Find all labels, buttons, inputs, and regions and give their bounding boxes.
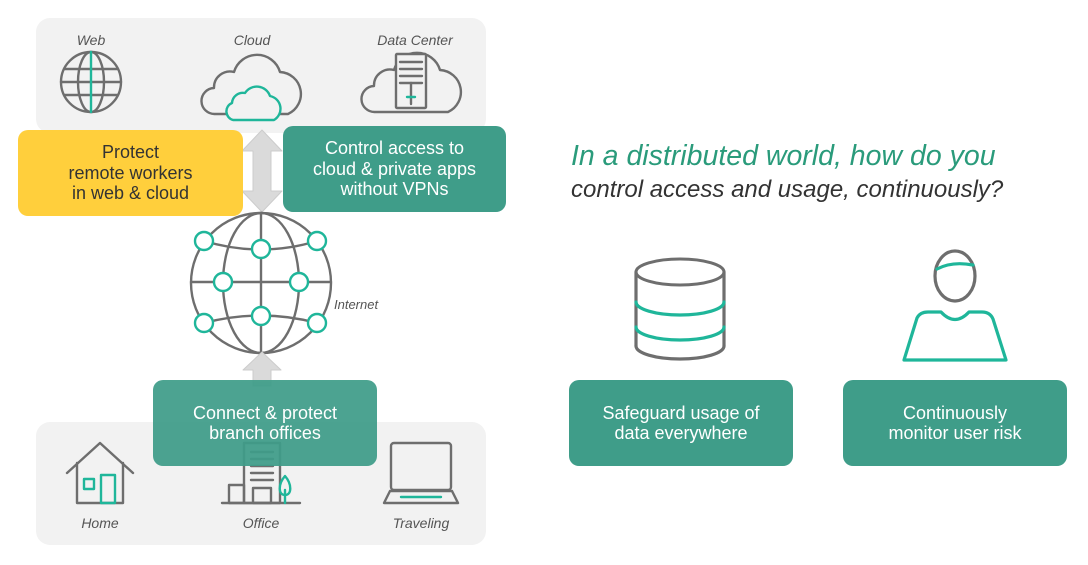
cloud-sources-panel xyxy=(36,18,486,133)
cloud-label: Cloud xyxy=(233,32,271,48)
house-door xyxy=(99,473,117,505)
connect-branch-offices-box: Connect & protect branch offices xyxy=(153,380,377,466)
internet-label: Internet xyxy=(334,297,379,312)
box-text-line: cloud & private apps xyxy=(312,158,477,179)
network-node xyxy=(212,271,234,293)
network-node xyxy=(306,230,328,252)
user-head xyxy=(933,249,977,303)
network-node xyxy=(250,305,272,327)
server-rack xyxy=(394,52,428,110)
control-access-box: Control access to cloud & private apps w… xyxy=(283,126,506,212)
database-band xyxy=(634,325,726,342)
double-arrow xyxy=(241,129,283,213)
laptop-icon xyxy=(382,441,460,505)
cloud-icon xyxy=(200,53,303,122)
network-node xyxy=(193,230,215,252)
user-icon xyxy=(902,249,1008,362)
cloud-outline xyxy=(200,53,303,116)
database-top xyxy=(634,257,726,287)
box-text-line: Control access to xyxy=(324,138,465,159)
monitor-user-risk-box: Continuously monitor user risk xyxy=(843,380,1067,466)
box-text-line: branch offices xyxy=(209,423,321,443)
box-text-line: monitor user risk xyxy=(888,423,1022,443)
web-label: Web xyxy=(76,32,106,48)
home-label: Home xyxy=(81,515,119,531)
house-icon xyxy=(65,441,135,505)
database-band xyxy=(634,300,726,317)
protect-remote-workers-box: Protect remote workers in web & cloud xyxy=(18,130,243,216)
database-icon xyxy=(634,257,726,361)
box-text-line: Safeguard usage of xyxy=(602,402,760,423)
user-shoulders xyxy=(902,310,1008,362)
network-node xyxy=(306,312,328,334)
laptop-base xyxy=(382,489,460,505)
network-node xyxy=(288,271,310,293)
headline-subquestion: control access and usage, continuously? xyxy=(571,176,1004,203)
box-text-line: Continuously xyxy=(902,402,1008,423)
box-text-line: without VPNs xyxy=(340,179,449,200)
box-text-line: in web & cloud xyxy=(71,183,190,204)
network-node xyxy=(193,312,215,334)
safeguard-data-box: Safeguard usage of data everywhere xyxy=(569,380,793,466)
internet-globe-icon xyxy=(189,211,333,355)
data-center-icon xyxy=(360,51,463,114)
box-text-line: Protect xyxy=(101,142,160,163)
database-bottom xyxy=(634,344,726,361)
inner-cloud-outline xyxy=(225,85,282,122)
box-text-line: data everywhere xyxy=(614,423,748,443)
box-text-line: Connect & protect xyxy=(192,402,338,423)
office-label: Office xyxy=(242,515,280,531)
globe-icon xyxy=(59,50,123,114)
house-window xyxy=(82,477,96,491)
data-center-label: Data Center xyxy=(377,32,453,48)
user-hairline xyxy=(935,262,975,271)
network-node xyxy=(250,238,272,260)
traveling-label: Traveling xyxy=(392,515,450,531)
headline-question: In a distributed world, how do you xyxy=(571,140,996,172)
box-text-line: remote workers xyxy=(68,162,193,183)
